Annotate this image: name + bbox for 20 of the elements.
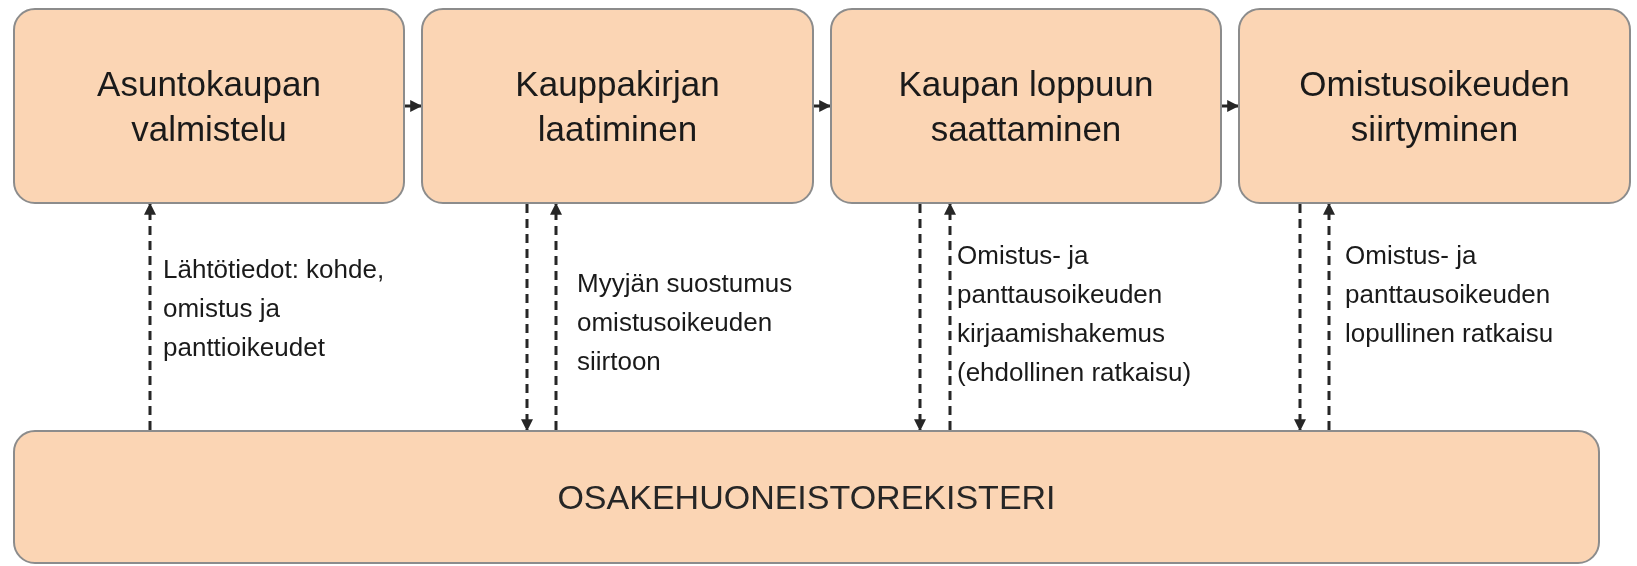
arrow: [405, 100, 423, 112]
process-box: [830, 8, 1222, 204]
arrow: [1222, 100, 1240, 112]
box-title: Kauppakirjan laatiminen: [514, 62, 721, 150]
arrow: [914, 204, 926, 432]
process-box: [13, 430, 1600, 564]
process-box: [1238, 8, 1631, 204]
process-box: [13, 8, 405, 204]
arrow: [144, 202, 156, 430]
box-title: Asuntokaupan valmistelu: [96, 62, 322, 150]
arrow: [944, 202, 956, 430]
process-box: [421, 8, 814, 204]
box-title: OSAKEHUONEISTOREKISTERI: [557, 476, 1056, 518]
arrow: [814, 100, 832, 112]
box-title: Kaupan loppuun saattaminen: [897, 62, 1155, 150]
arrow: [1294, 204, 1306, 432]
arrow: [550, 202, 562, 430]
arrow: [1323, 202, 1335, 430]
box-title: Omistusoikeuden siirtyminen: [1298, 62, 1571, 150]
arrow: [521, 204, 533, 432]
